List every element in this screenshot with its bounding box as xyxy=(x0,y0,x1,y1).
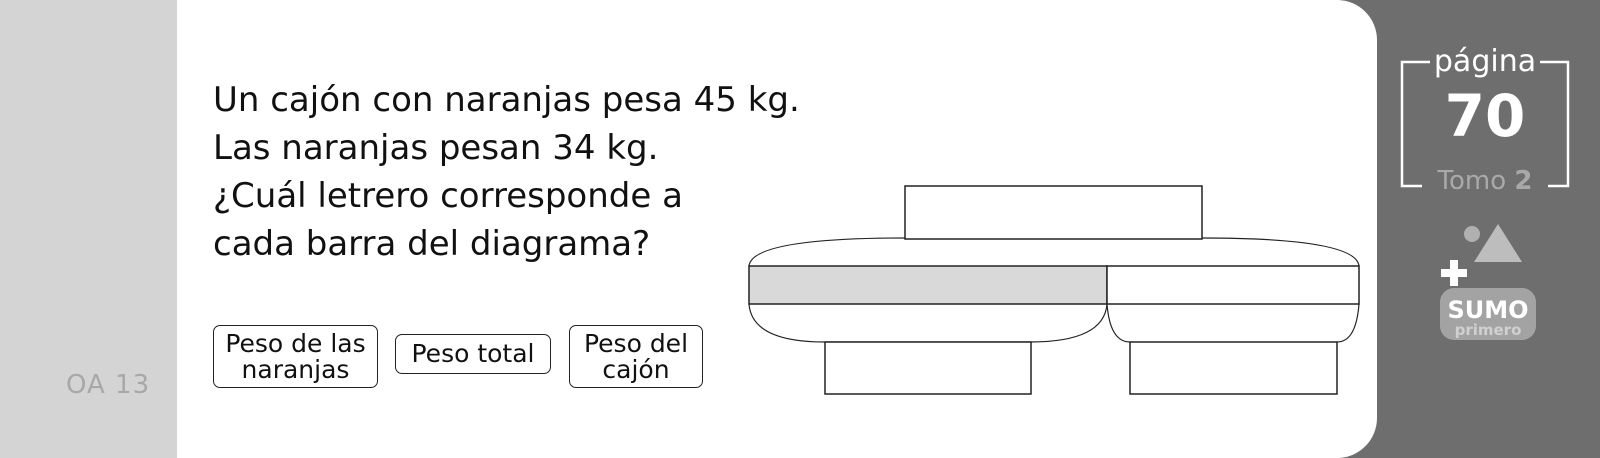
shaded-bar xyxy=(748,265,1108,305)
oa-label: OA 13 xyxy=(66,370,151,400)
total-label-box[interactable] xyxy=(904,185,1203,240)
page-indicator: página 70 Tomo 2 xyxy=(1400,44,1570,204)
question-line-3: ¿Cuál letrero corresponde a xyxy=(213,176,683,216)
option-label: Peso de las naranjas xyxy=(225,328,366,384)
option-peso-cajon[interactable]: Peso del cajón xyxy=(569,325,703,388)
option-peso-naranjas[interactable]: Peso de las naranjas xyxy=(213,325,378,388)
total-brace-left xyxy=(748,237,906,267)
option-label: Peso del cajón xyxy=(583,328,689,384)
tomo-word: Tomo xyxy=(1437,166,1507,196)
right-brace xyxy=(1106,303,1360,343)
sumo-primero-logo: SUMO primero xyxy=(1440,224,1536,340)
option-peso-total[interactable]: Peso total xyxy=(395,334,551,374)
left-label-box[interactable] xyxy=(824,341,1032,395)
logo-line-2: primero xyxy=(1455,321,1522,339)
question-line-1: Un cajón con naranjas pesa 45 kg. xyxy=(213,80,800,120)
tomo-number: 2 xyxy=(1514,166,1533,196)
option-label: Peso total xyxy=(411,339,535,368)
logo-line-1: SUMO xyxy=(1447,296,1528,324)
right-label-box[interactable] xyxy=(1129,341,1338,395)
question-text: Un cajón con naranjas pesa 45 kg. Las na… xyxy=(213,76,800,268)
page-bracket-frame xyxy=(1400,60,1570,188)
blank-bar xyxy=(1106,265,1360,305)
page-number: 70 xyxy=(1444,82,1526,150)
left-brace xyxy=(748,303,1108,343)
total-brace-right xyxy=(1201,237,1360,267)
left-sidebar: OA 13 xyxy=(0,0,177,458)
question-line-2: Las naranjas pesan 34 kg. xyxy=(213,128,659,168)
page-word: página xyxy=(1433,44,1537,79)
tomo-label: Tomo 2 xyxy=(1400,166,1570,196)
question-line-4: cada barra del diagrama? xyxy=(213,224,651,264)
